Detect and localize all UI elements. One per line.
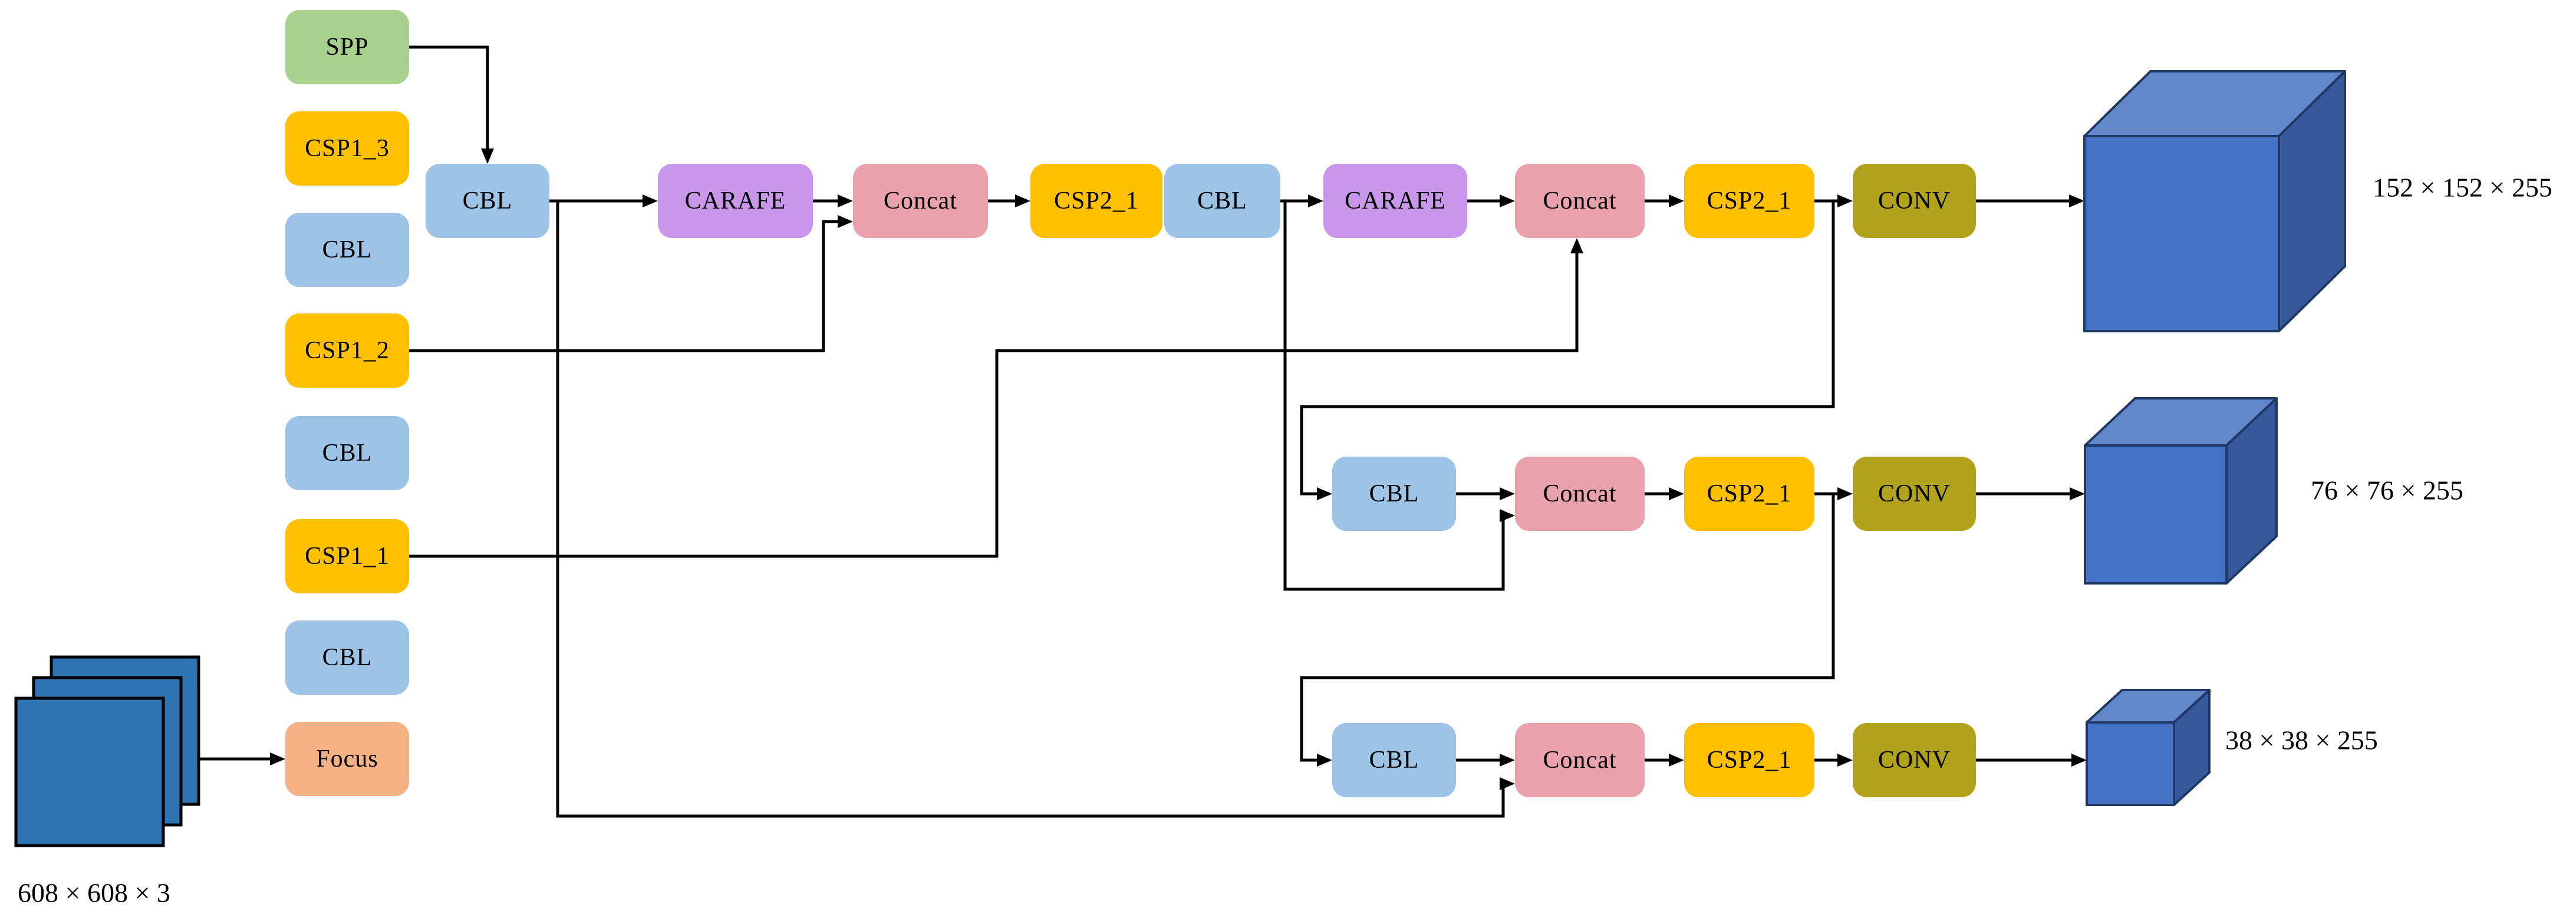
- node-csp1_3: CSP1_3: [285, 111, 409, 186]
- arrowhead-icon: [1317, 754, 1332, 767]
- arrowhead-icon: [1500, 777, 1515, 790]
- arrowhead-icon: [1500, 194, 1515, 207]
- arrowhead-icon: [1570, 238, 1583, 253]
- cube-38-front-face: [2086, 721, 2175, 806]
- arrowhead-icon: [1837, 194, 1853, 207]
- arrowhead-icon: [1500, 754, 1515, 767]
- arrowhead-icon: [270, 752, 285, 765]
- node-csp1_2: CSP1_2: [285, 313, 409, 388]
- node-cbl_m: CBL: [1332, 457, 1456, 531]
- arrowhead-icon: [2069, 194, 2084, 207]
- output3-dims-label: 38 × 38 × 255: [2225, 725, 2378, 755]
- connector-line: [409, 45, 489, 148]
- node-concat4: Concat: [1515, 723, 1645, 797]
- connector-line: [1300, 494, 1835, 762]
- connector-lines: [199, 45, 2087, 818]
- output-cube-152: [2083, 70, 2346, 332]
- output1-dims-label: 152 × 152 × 255: [2373, 172, 2552, 203]
- cube-76-front-face: [2084, 444, 2228, 585]
- connector-line: [409, 220, 838, 352]
- input-dims-label: 608 × 608 × 3: [18, 877, 170, 908]
- arrowhead-icon: [1317, 487, 1332, 500]
- input-square-front: [14, 696, 165, 847]
- node-csp1_1: CSP1_1: [285, 519, 409, 593]
- node-cbl_btm: CBL: [1332, 723, 1456, 797]
- output-cube-76: [2084, 397, 2278, 585]
- arrowhead-icon: [481, 148, 494, 164]
- node-cbl_h2: CBL: [1164, 164, 1280, 238]
- arrowhead-icon: [838, 194, 853, 207]
- arrowhead-icon: [1015, 194, 1030, 207]
- input-image-stack: [14, 655, 200, 847]
- node-cbl_h1: CBL: [426, 164, 549, 238]
- node-carafe1: CARAFE: [658, 164, 813, 238]
- node-focus: Focus: [285, 722, 409, 796]
- node-carafe2: CARAFE: [1323, 164, 1467, 238]
- arrowhead-icon: [1669, 194, 1684, 207]
- node-csp2_1c: CSP2_1: [1684, 457, 1814, 531]
- node-spp: SPP: [285, 10, 409, 84]
- arrowhead-icon: [1837, 487, 1853, 500]
- node-csp2_1d: CSP2_1: [1684, 723, 1814, 797]
- node-concat3: Concat: [1515, 457, 1645, 531]
- arrowhead-icon: [1669, 754, 1684, 767]
- node-concat1: Concat: [853, 164, 988, 238]
- connector-line: [409, 253, 1579, 558]
- arrowhead-icon: [2071, 754, 2087, 767]
- arrowhead-icon: [643, 194, 658, 207]
- node-concat2: Concat: [1515, 164, 1645, 238]
- arrowhead-icon: [838, 215, 853, 228]
- node-conv3: CONV: [1853, 723, 1976, 797]
- output-cube-38: [2086, 689, 2211, 806]
- node-csp2_1b: CSP2_1: [1684, 164, 1814, 238]
- arrowhead-icon: [1500, 487, 1515, 500]
- output2-dims-label: 76 × 76 × 255: [2311, 475, 2463, 506]
- node-conv1: CONV: [1853, 164, 1976, 238]
- node-cbl_b3: CBL: [285, 620, 409, 695]
- node-conv2: CONV: [1853, 457, 1976, 531]
- connector-line: [1300, 201, 1835, 496]
- arrowhead-icon: [1308, 194, 1323, 207]
- arrowhead-icon: [1837, 754, 1853, 767]
- arrowhead-icon: [1500, 509, 1515, 522]
- arrowhead-icon: [1669, 487, 1684, 500]
- node-csp2_1a: CSP2_1: [1030, 164, 1162, 238]
- node-cbl_b2: CBL: [285, 416, 409, 490]
- node-cbl_b1: CBL: [285, 213, 409, 287]
- arrowhead-icon: [2070, 487, 2085, 500]
- cube-152-front-face: [2083, 135, 2280, 332]
